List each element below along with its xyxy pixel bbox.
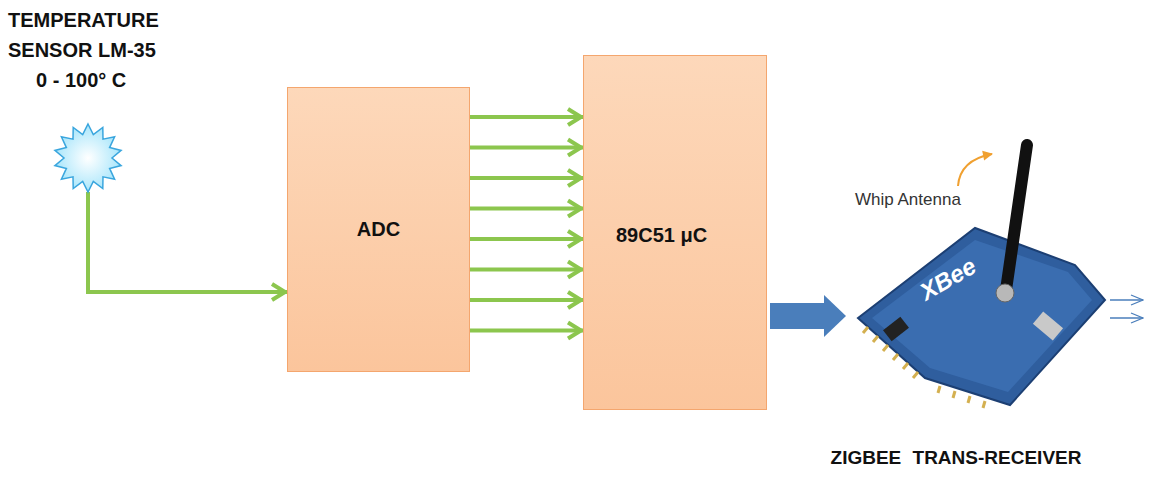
antenna-base — [996, 284, 1014, 302]
sensor-node: TEMPERATURE SENSOR LM-350 - 100° C — [8, 5, 193, 195]
signal-line — [470, 115, 583, 119]
pin — [873, 336, 878, 342]
node-text: ZIGBEE TRANS-RECEIVER — [776, 447, 1136, 469]
callout-label: Whip Antenna — [855, 190, 961, 210]
block-arrow — [770, 303, 824, 329]
callout-arrow — [958, 154, 992, 186]
sensor-star-shape — [55, 124, 121, 192]
pin — [968, 396, 970, 403]
pin — [883, 345, 888, 351]
node-text: TEMPERATURE SENSOR LM-35 — [8, 5, 193, 65]
sensor-star — [8, 5, 193, 195]
xbee-pins — [863, 327, 985, 408]
signal-line — [470, 329, 583, 333]
signal-line — [470, 207, 583, 211]
component — [1033, 312, 1063, 341]
whip-antenna — [1006, 145, 1027, 290]
pin — [938, 386, 940, 393]
zigbee-module: ZIGBEE TRANS-RECEIVER — [846, 120, 1140, 475]
pin — [983, 401, 985, 408]
pin — [893, 354, 898, 360]
pin — [903, 363, 908, 369]
node-text: 89C51 μC — [616, 224, 758, 247]
output-arrow — [1110, 299, 1143, 300]
pin — [913, 372, 918, 378]
signal-line — [470, 146, 583, 150]
brand-label: XBee — [915, 252, 981, 306]
node-text: 0 - 100° C — [8, 65, 193, 95]
microcontroller-box: 89C51 μC — [583, 55, 767, 410]
xbee-board — [858, 228, 1105, 405]
chip — [883, 317, 909, 342]
output-arrow — [1110, 317, 1143, 318]
node-text: ADC — [357, 218, 400, 241]
pin — [953, 391, 955, 398]
adc-box: ADC — [287, 87, 470, 372]
xbee-board-face — [872, 240, 1092, 392]
pin — [863, 327, 868, 333]
signal-line — [470, 176, 583, 180]
signal-line — [470, 268, 583, 272]
signal-line — [470, 298, 583, 302]
signal-line — [88, 192, 287, 292]
signal-line — [470, 237, 583, 241]
